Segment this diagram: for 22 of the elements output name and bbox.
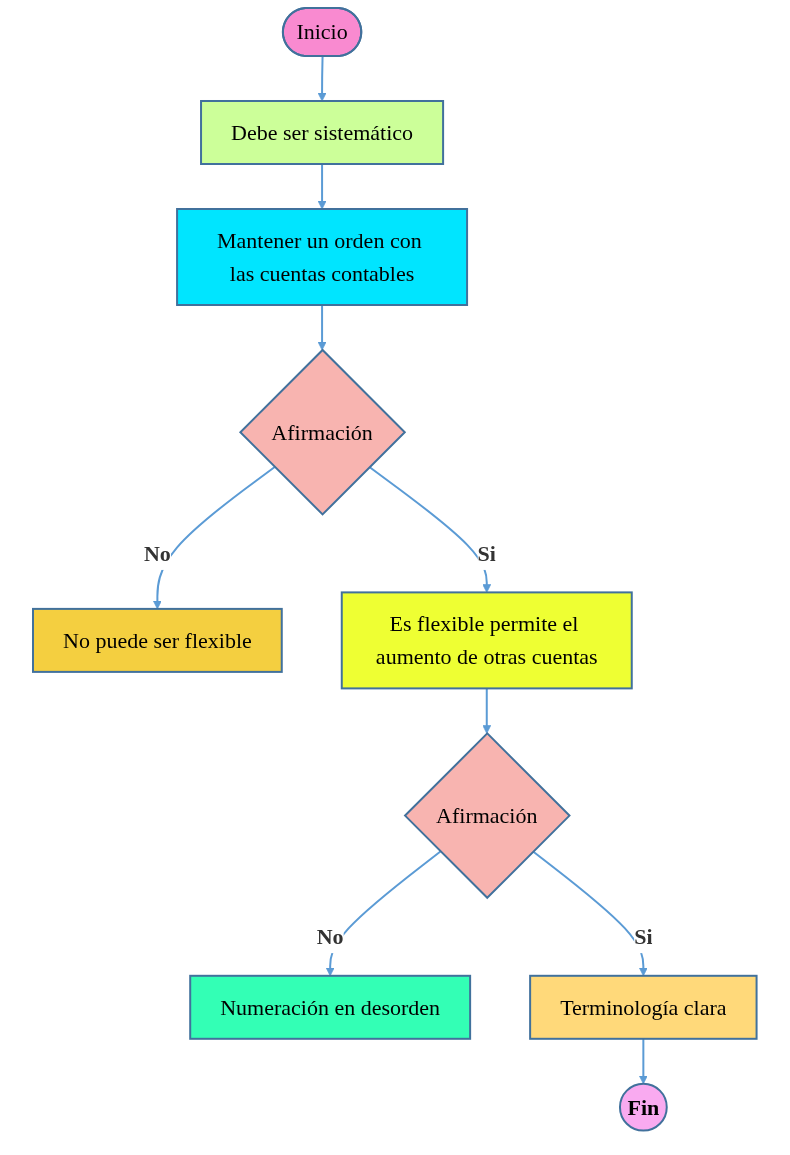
node-box: Es flexible permite el aumento de otras cuentas [340,591,633,690]
arrow [532,850,648,977]
edge-label: No [144,540,172,566]
arrow [368,466,492,593]
node-box: Numeración en desorden [189,974,472,1040]
arrow [317,163,327,210]
node-box: Mantener un orden con las cuentas contables [176,208,469,306]
arrow [153,466,276,610]
node-box: Debe ser sistemático [200,100,445,165]
node-box: No puede ser flexible [32,607,283,673]
edge-label: No [316,924,344,950]
arrow [482,687,492,734]
node-diamond: Afirmación [239,348,407,516]
arrow [317,304,327,351]
node-box: Terminología clara [529,974,758,1040]
arrow [639,1037,648,1085]
node-diamond: Afirmación [403,732,572,900]
arrow [317,55,327,102]
edge-label: Si [477,540,497,566]
edge-label: Si [634,924,653,950]
arrow [325,850,442,977]
node-circle: Fin [619,1082,668,1132]
